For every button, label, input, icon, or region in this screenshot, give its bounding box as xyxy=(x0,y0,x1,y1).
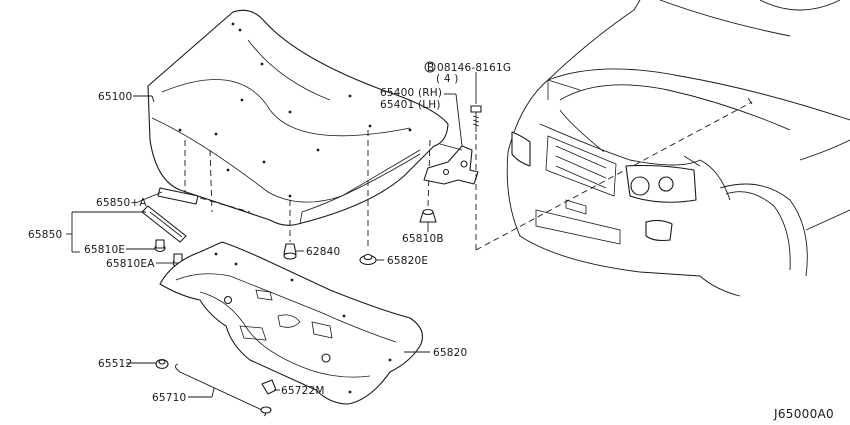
label-65810e: 65810E xyxy=(84,244,125,256)
bolt-marker-letter: B xyxy=(427,62,434,74)
clip-65810e xyxy=(154,239,166,253)
label-65820e: 65820E xyxy=(387,255,428,267)
label-65100: 65100 xyxy=(98,91,132,103)
label-65512: 65512 xyxy=(98,358,132,370)
diagram-code: J65000A0 xyxy=(773,407,834,421)
label-65400: 65400 (RH) xyxy=(380,87,442,99)
hinge-bolt xyxy=(470,105,482,132)
hood-support-rod xyxy=(175,363,272,417)
car-dashed-guide xyxy=(475,101,753,251)
rod-clip-65512 xyxy=(155,358,169,370)
hood-insulator-pad xyxy=(159,241,423,405)
bolt-marker-circle xyxy=(424,61,436,73)
label-65810ea: 65810EA xyxy=(106,258,155,270)
part-labels: 65100 65850+A 65850 65810E 65810EA 62840… xyxy=(28,61,834,421)
label-bolt-code: 08146-8161G xyxy=(437,62,511,74)
label-65850: 65850 xyxy=(28,229,62,241)
label-bolt-qty: ( 4 ) xyxy=(436,73,459,85)
label-65401: 65401 (LH) xyxy=(380,99,441,111)
bumper-62840 xyxy=(283,243,297,260)
rod-holder-65722m xyxy=(261,379,277,395)
label-65810b: 65810B xyxy=(402,233,444,245)
label-65722m: 65722M xyxy=(281,385,325,397)
label-65710: 65710 xyxy=(152,392,186,404)
bumper-65820e xyxy=(359,253,377,266)
label-65820: 65820 xyxy=(433,347,467,359)
hood-panel xyxy=(147,9,449,226)
hood-seal-rubber xyxy=(141,205,187,243)
hood-hinge xyxy=(423,143,479,185)
vehicle-front-outline xyxy=(506,0,850,297)
label-65850-a: 65850+A xyxy=(96,197,147,209)
stopper-65810b xyxy=(419,208,437,223)
leader-lines xyxy=(66,72,477,398)
label-62840: 62840 xyxy=(306,246,340,258)
